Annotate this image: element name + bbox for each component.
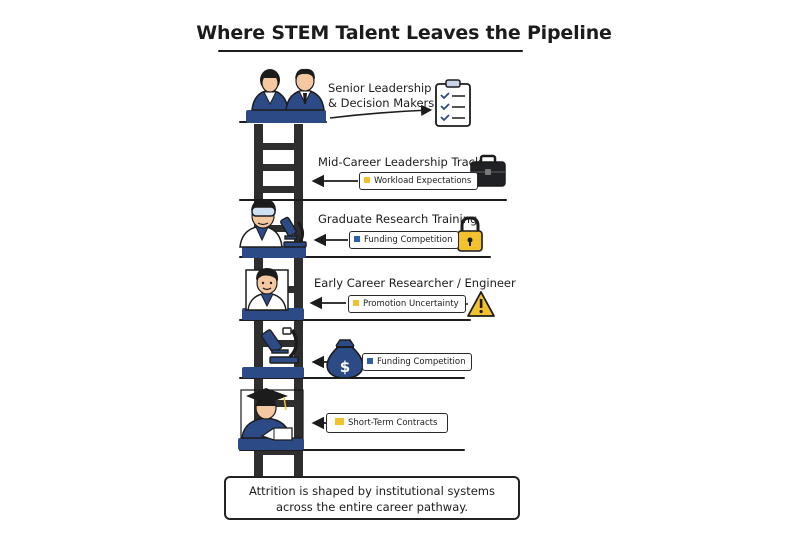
tag-label: Promotion Uncertainty: [363, 299, 459, 309]
tag-color-swatch: [335, 418, 344, 425]
tag-funding-competition-graduate: Funding Competition: [349, 231, 460, 249]
senior-leaders-icon: [251, 68, 325, 111]
footer-callout: Attrition is shaped by institutional sys…: [224, 476, 520, 520]
money-bag-symbol: $: [340, 358, 350, 376]
money-bag-icon: $: [326, 339, 364, 379]
level-label-graduate: Graduate Research Training: [318, 212, 478, 226]
level-label-mid-career: Mid-Career Leadership Track: [318, 155, 482, 169]
level-label-senior-line-1: Senior Leadership: [328, 81, 432, 95]
microscope-icon-lower: [260, 327, 299, 364]
level-label-senior-line-2: & Decision Makers: [328, 96, 435, 110]
tag-label: Funding Competition: [364, 235, 453, 245]
tag-funding-competition: Funding Competition: [362, 353, 473, 371]
tag-label: Funding Competition: [377, 357, 466, 367]
tag-color-swatch: [354, 236, 360, 242]
graduate-student-icon: [240, 388, 304, 441]
tag-label: Workload Expectations: [374, 176, 472, 186]
tag-short-term-contracts: Short-Term Contracts: [326, 413, 449, 433]
title-underline: [218, 50, 523, 52]
lab-researcher-icon: [239, 198, 283, 248]
ladder-rail-right: [294, 124, 303, 476]
footer-line-1: Attrition is shaped by institutional sys…: [248, 484, 496, 498]
level-label-early-career: Early Career Researcher / Engineer: [314, 276, 516, 290]
tag-label: Short-Term Contracts: [348, 418, 438, 428]
padlock-icon: [457, 216, 483, 252]
tag-color-swatch: [353, 300, 359, 306]
footer-line-2: across the entire career pathway.: [275, 500, 469, 514]
tag-workload-expectations: Workload Expectations: [359, 172, 479, 190]
tag-promotion-uncertainty: Promotion Uncertainty: [348, 295, 466, 313]
early-career-researcher-icon: [245, 268, 289, 311]
tag-color-swatch: [367, 358, 373, 364]
briefcase-icon: [470, 154, 506, 187]
clipboard-checklist-icon: [435, 79, 471, 127]
tag-color-swatch: [364, 177, 370, 183]
arrow-to-clipboard: [329, 104, 433, 119]
warning-triangle-icon: [467, 291, 495, 317]
microscope-icon: [280, 216, 307, 248]
diagram-title: Where STEM Talent Leaves the Pipeline: [196, 22, 612, 44]
platforms: [238, 110, 326, 450]
